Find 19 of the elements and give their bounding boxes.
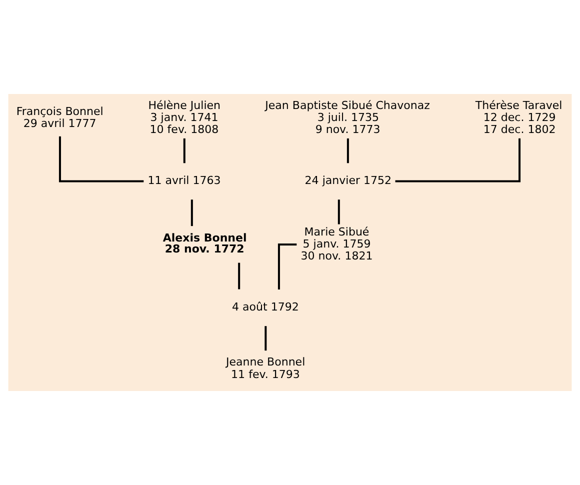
node-text: Jeanne Bonnel 11 fev. 1793 [226, 356, 306, 381]
connector [338, 200, 340, 224]
connector [58, 136, 144, 182]
connector [395, 138, 521, 182]
node-text: 4 août 1792 [232, 300, 299, 314]
connector [346, 138, 349, 164]
node-text: François Bonnel 29 avril 1777 [16, 104, 104, 130]
connector [278, 244, 297, 290]
node-text: Hélène Julien 3 janv. 1741 10 fev. 1808 [148, 98, 221, 136]
connector [264, 326, 267, 351]
node-text: 11 avril 1763 [148, 174, 221, 188]
connector [183, 138, 186, 164]
node-text: Alexis Bonnel 28 nov. 1772 [162, 231, 247, 256]
node-text: Marie Sibué 5 janv. 1759 30 nov. 1821 [300, 225, 373, 262]
connector [238, 262, 240, 290]
node-text: Jean Baptiste Sibué Chavonaz 3 juil. 1735 9 nov. 1773 [265, 98, 430, 136]
connector [190, 200, 193, 226]
node-text: 24 janvier 1752 [304, 174, 392, 188]
node-text: Thérèse Taravel 12 dec. 1729 17 dec. 1802 [475, 98, 562, 136]
